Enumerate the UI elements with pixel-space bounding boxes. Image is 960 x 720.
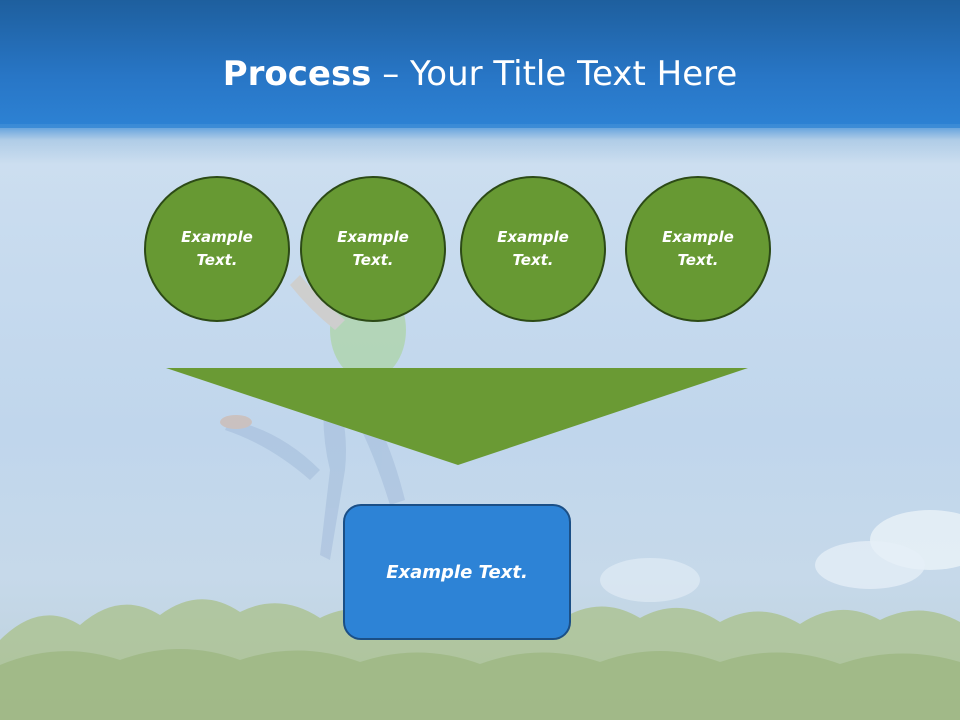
funnel-arrow xyxy=(166,368,748,465)
slide-title: Process – Your Title Text Here xyxy=(0,52,960,96)
result-box-label: Example Text. xyxy=(386,561,528,583)
title-rest: – Your Title Text Here xyxy=(371,54,738,94)
header-fade xyxy=(0,124,960,164)
header-bar xyxy=(0,0,960,128)
title-bold: Process xyxy=(222,54,372,94)
result-box[interactable]: Example Text. xyxy=(343,504,571,640)
